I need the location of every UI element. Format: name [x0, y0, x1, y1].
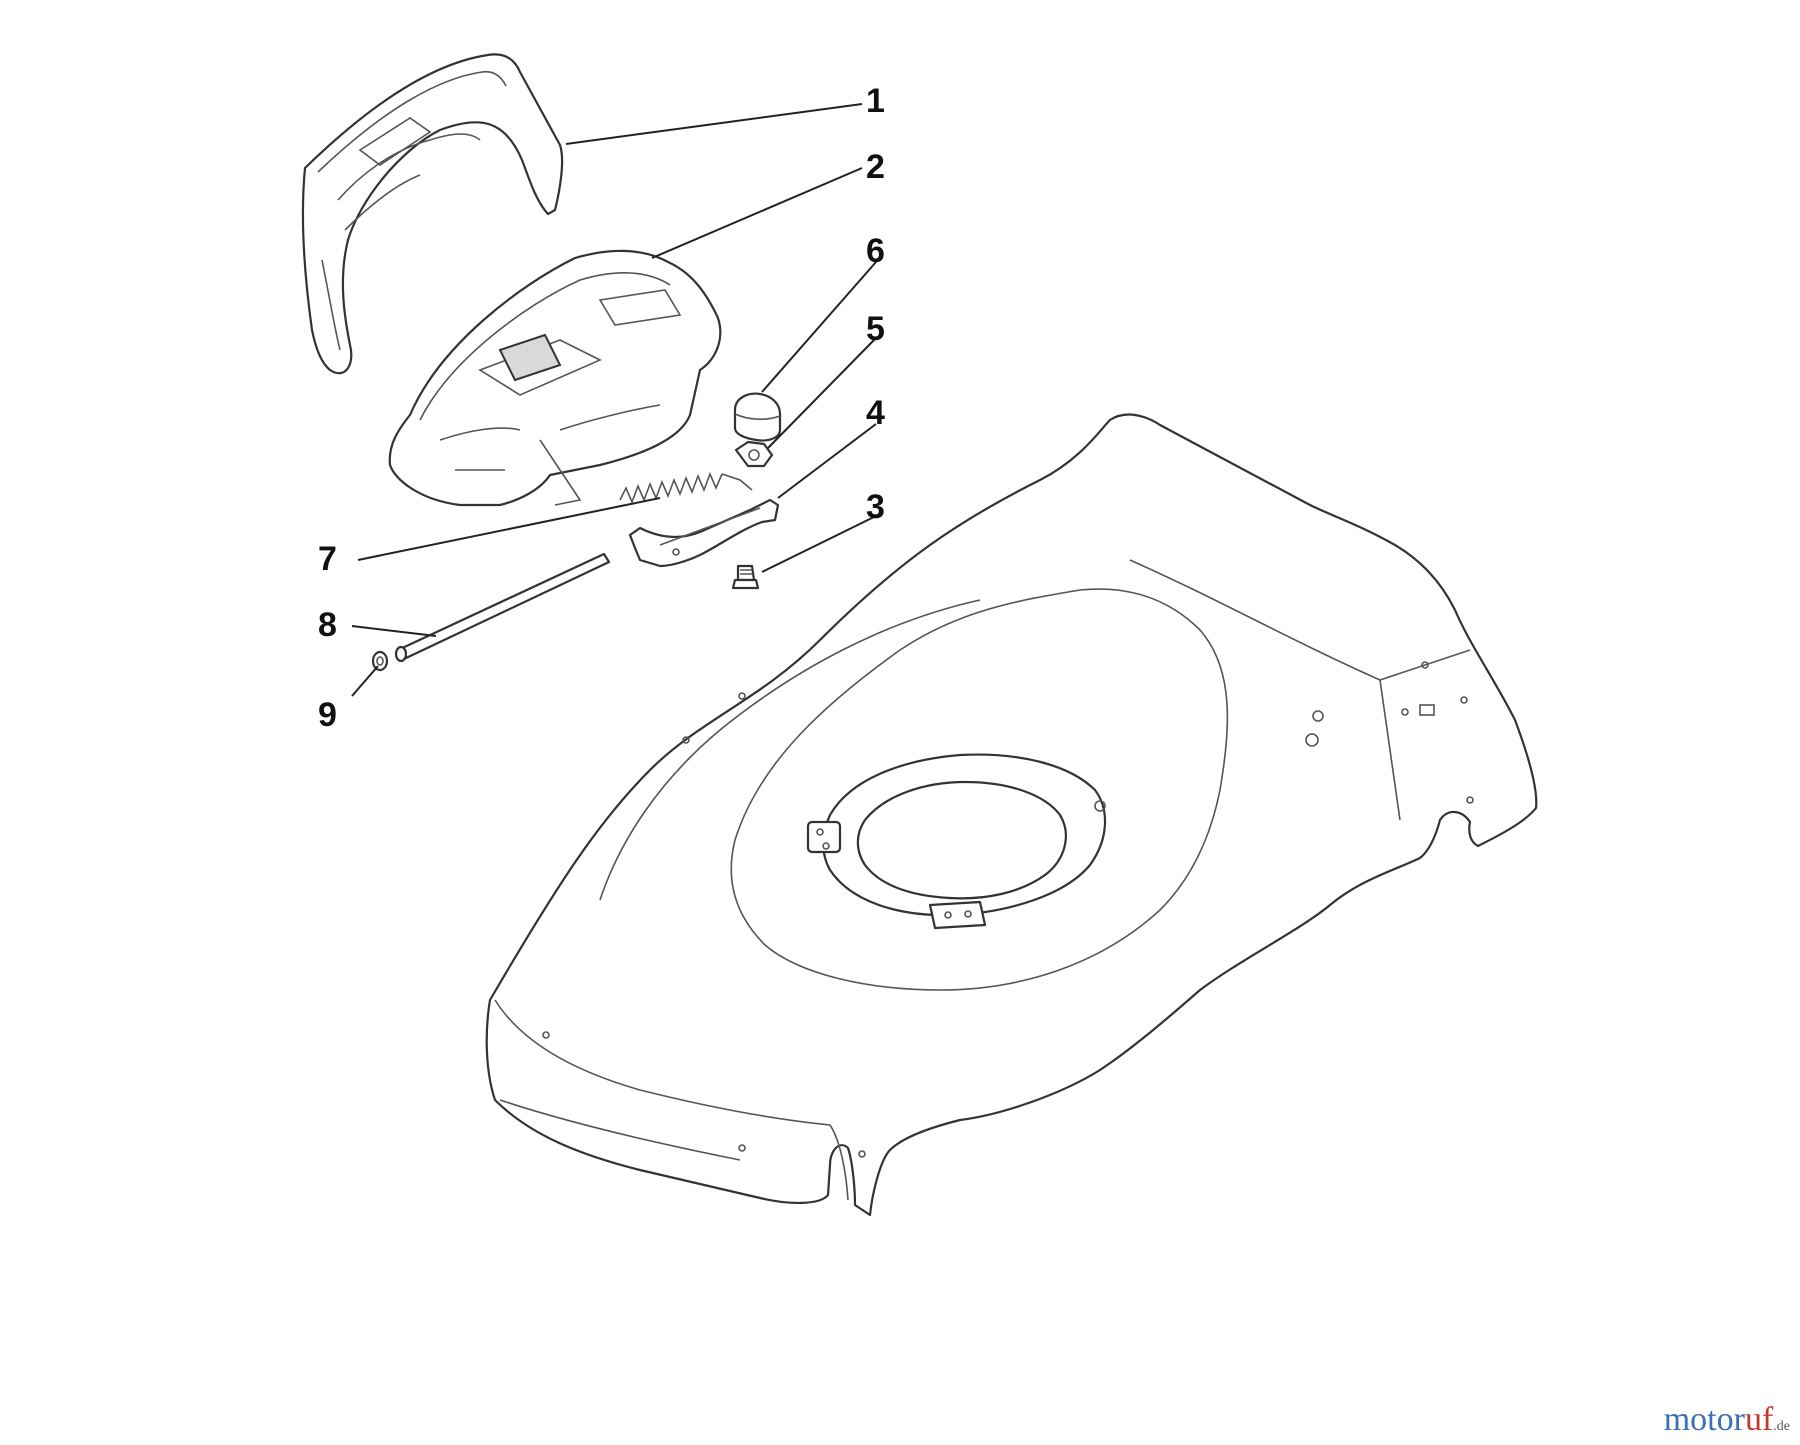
- label-part-3: 3: [866, 488, 885, 526]
- leader-9: [351, 665, 379, 697]
- part-1-rear-flap: [301, 53, 564, 375]
- label-part-8: 8: [318, 606, 337, 644]
- leader-8: [351, 625, 437, 637]
- label-part-5: 5: [866, 310, 885, 348]
- part-2-chute-housing: [388, 249, 722, 507]
- mower-deck: [485, 413, 1538, 1217]
- watermark-part-b: uf: [1744, 1401, 1774, 1438]
- leader-6: [761, 261, 877, 393]
- part-8-rod: [394, 552, 611, 663]
- leader-3: [761, 515, 877, 573]
- label-part-1: 1: [866, 82, 885, 120]
- part-6-cap-nut: [733, 392, 782, 442]
- label-part-4: 4: [866, 394, 885, 432]
- label-part-7: 7: [318, 540, 337, 578]
- part-3-bolt: [731, 564, 760, 590]
- leader-1: [565, 103, 863, 145]
- part-9-washer: [371, 650, 389, 672]
- watermark-part-c: .de: [1773, 1419, 1790, 1434]
- part-7-spring: [619, 471, 753, 505]
- leader-5: [767, 337, 877, 449]
- label-part-2: 2: [866, 148, 885, 186]
- part-4-bracket: [628, 498, 780, 568]
- label-part-6: 6: [866, 232, 885, 270]
- part-labels: 1 2 6 5 4 3 7 8 9: [318, 82, 885, 734]
- leader-7: [357, 497, 661, 561]
- watermark-logo: motoruf.de: [1664, 1401, 1790, 1439]
- label-part-9: 9: [318, 696, 337, 734]
- part-5-hex-nut: [734, 440, 774, 468]
- leader-lines: [351, 103, 877, 697]
- leader-2: [651, 167, 863, 259]
- watermark-part-a: motor: [1663, 1401, 1745, 1438]
- leader-4: [777, 423, 877, 499]
